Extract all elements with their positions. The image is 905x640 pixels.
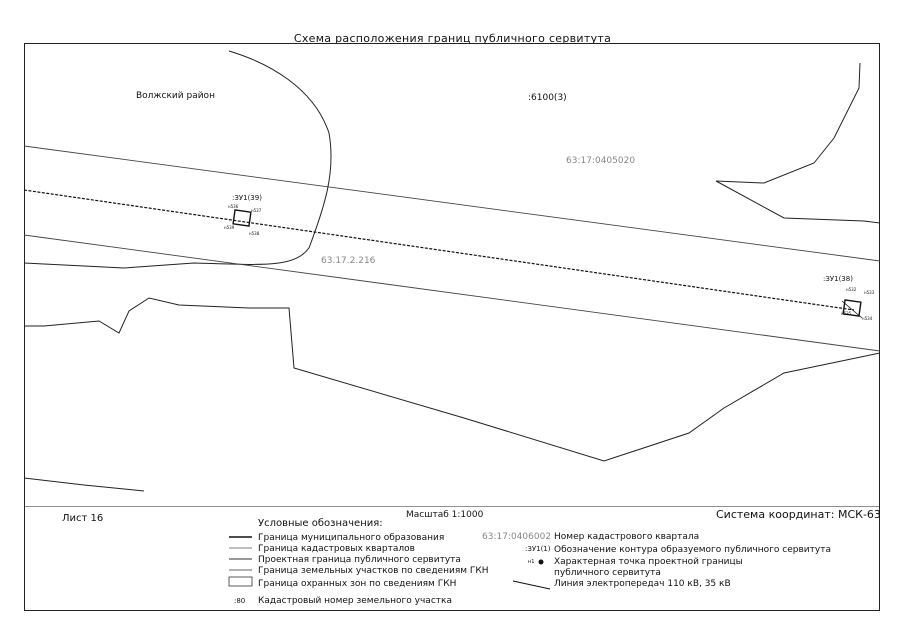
point-label: н532 bbox=[846, 287, 857, 292]
legend-line-text: Линия электропередач 110 кВ, 35 кВ bbox=[554, 579, 731, 589]
servitude-contour-right bbox=[841, 299, 863, 319]
quarter-label: 63:17:0405020 bbox=[566, 156, 636, 166]
legend-item: Граница кадастровых кварталов bbox=[258, 544, 415, 554]
legend-point-dot bbox=[538, 559, 544, 565]
legend-item: Граница охранных зон по сведениям ГКН bbox=[258, 579, 457, 589]
legend-quarter-sample: 63:17:0406002 bbox=[482, 532, 552, 542]
parcel-border-upper bbox=[715, 62, 880, 224]
power-line bbox=[24, 189, 855, 311]
point-label: н533 bbox=[864, 290, 875, 295]
point-label: н535 bbox=[841, 311, 852, 316]
zone-right-label: :ЗУ1(38) bbox=[823, 275, 853, 283]
legend-point-sample: н1 bbox=[528, 559, 535, 565]
zone-left-label: :ЗУ1(39) bbox=[232, 194, 262, 202]
parcel-border-small bbox=[24, 477, 145, 492]
district-label: Волжский район bbox=[136, 91, 215, 101]
scale-text: Масштаб 1:1000 bbox=[406, 510, 484, 520]
legend-item: Кадастровый номер земельного участка bbox=[258, 596, 452, 606]
guard-zone-upper bbox=[24, 145, 880, 262]
scheme-title: Схема расположения границ публичного сер… bbox=[293, 32, 612, 45]
parcel-border-lower bbox=[24, 297, 880, 462]
municipal-border-loop bbox=[24, 50, 332, 269]
legend-line-symbol bbox=[512, 580, 551, 590]
legend-left-symbols bbox=[228, 536, 253, 587]
legend-zone-sample: :ЗУ1(1) bbox=[525, 545, 551, 553]
sheet-number: Лист 16 bbox=[62, 513, 104, 524]
guard-zone-lower bbox=[24, 234, 880, 352]
legend-item: Граница муниципального образования bbox=[258, 533, 445, 543]
legend-point-text: публичного сервитута bbox=[554, 568, 661, 578]
legend-zone-text: Обозначение контура образуемого публично… bbox=[554, 545, 831, 555]
point-label: н539 bbox=[224, 225, 235, 230]
point-label: н534 bbox=[862, 316, 873, 321]
legend-parcel-sample: :80 bbox=[234, 597, 246, 605]
point-label: н536 bbox=[228, 204, 239, 209]
legend-item: Проектная граница публичного сервитута bbox=[258, 555, 461, 565]
legend-item: Граница земельных участков по сведениям … bbox=[258, 566, 489, 576]
outer-frame bbox=[24, 43, 880, 611]
point-label: н538 bbox=[249, 231, 260, 236]
parcel-6100-label: :6100(3) bbox=[528, 93, 567, 103]
map-canvas bbox=[24, 50, 880, 507]
crs-text: Система координат: МСК-63 bbox=[716, 508, 881, 521]
legend-quarter-text: Номер кадастрового квартала bbox=[554, 532, 700, 542]
legend-point-text: Характерная точка проектной границы bbox=[554, 557, 743, 567]
parcel-main-label: 63.17.2.216 bbox=[321, 256, 376, 266]
legend-heading: Условные обозначения: bbox=[258, 518, 383, 529]
servitude-contour-left bbox=[232, 209, 252, 227]
point-label: н537 bbox=[251, 208, 262, 213]
